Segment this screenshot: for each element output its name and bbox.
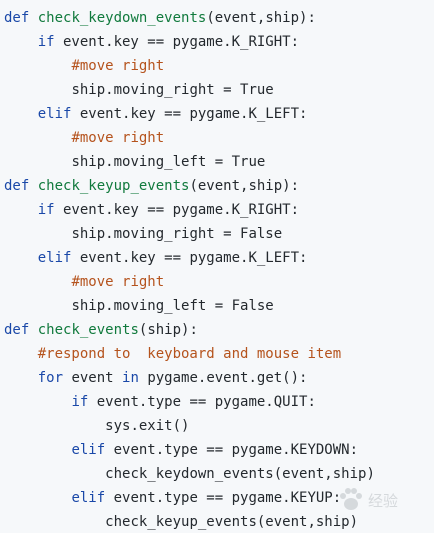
code-text: event.key == pygame.K_RIGHT: — [54, 34, 300, 50]
code-comment: #respond to keyboard and mouse item — [37, 346, 342, 362]
code-line: #move right — [4, 54, 164, 78]
code-line: elif event.key == pygame.K_LEFT: — [4, 102, 308, 126]
code-text: event.type == pygame.KEYDOWN: — [105, 442, 359, 458]
code-text: (event,ship): — [206, 10, 316, 26]
code-text: pygame.event.get(): — [138, 370, 308, 386]
code-line: ship.moving_left = False — [4, 294, 274, 318]
code-function-name: check_keyup_events — [37, 178, 190, 194]
code-line: if event.key == pygame.K_RIGHT: — [4, 30, 299, 54]
code-text — [29, 178, 37, 194]
code-keyword: def — [4, 10, 30, 26]
code-keyword: in — [122, 370, 139, 386]
code-text: ship.moving_right = False — [71, 226, 283, 242]
code-line: ship.moving_left = True — [4, 150, 265, 174]
code-text — [29, 10, 37, 26]
code-line: if event.key == pygame.K_RIGHT: — [4, 198, 299, 222]
code-line: elif event.type == pygame.KEYUP: — [4, 486, 341, 510]
code-comment: #move right — [71, 58, 165, 74]
code-line: #move right — [4, 126, 164, 150]
code-text: check_keyup_events(event,ship) — [105, 514, 359, 530]
code-keyword: def — [4, 322, 30, 338]
code-function-name: check_events — [37, 322, 139, 338]
code-text: event.type == pygame.KEYUP: — [105, 490, 342, 506]
code-line: def check_keydown_events(event,ship): — [4, 6, 316, 30]
code-line: elif event.type == pygame.KEYDOWN: — [4, 438, 358, 462]
code-text: ship.moving_right = True — [71, 82, 274, 98]
code-text: event.key == pygame.K_RIGHT: — [54, 202, 300, 218]
code-line: ship.moving_right = True — [4, 78, 274, 102]
code-text: (ship): — [138, 322, 198, 338]
code-keyword: elif — [37, 106, 72, 122]
code-line: #respond to keyboard and mouse item — [4, 342, 341, 366]
code-keyword: if — [71, 394, 89, 410]
code-keyword: if — [37, 202, 55, 218]
code-text: event.key == pygame.K_LEFT: — [71, 250, 308, 266]
code-keyword: elif — [37, 250, 72, 266]
code-text: ship.moving_left = False — [71, 298, 274, 314]
code-line: for event in pygame.event.get(): — [4, 366, 308, 390]
code-keyword: def — [4, 178, 30, 194]
code-line: check_keydown_events(event,ship) — [4, 462, 375, 486]
code-text: event.type == pygame.QUIT: — [88, 394, 316, 410]
code-text: ship.moving_left = True — [71, 154, 266, 170]
code-line: def check_keyup_events(event,ship): — [4, 174, 299, 198]
code-keyword: for — [37, 370, 64, 386]
code-line: ship.moving_right = False — [4, 222, 282, 246]
code-function-name: check_keydown_events — [37, 10, 207, 26]
code-line: elif event.key == pygame.K_LEFT: — [4, 246, 308, 270]
code-keyword: elif — [71, 490, 106, 506]
code-comment: #move right — [71, 130, 165, 146]
code-text: event — [63, 370, 123, 386]
code-text: check_keydown_events(event,ship) — [105, 466, 375, 482]
code-line: check_keyup_events(event,ship) — [4, 510, 358, 533]
code-text: (event,ship): — [189, 178, 300, 194]
code-text — [29, 322, 37, 338]
code-line: sys.exit() — [4, 414, 189, 438]
code-text: sys.exit() — [105, 418, 190, 434]
code-line: if event.type == pygame.QUIT: — [4, 390, 316, 414]
code-text: event.key == pygame.K_LEFT: — [71, 106, 308, 122]
code-line: def check_events(ship): — [4, 318, 198, 342]
code-keyword: elif — [71, 442, 106, 458]
code-keyword: if — [37, 34, 55, 50]
code-line: #move right — [4, 270, 164, 294]
code-comment: #move right — [71, 274, 165, 290]
